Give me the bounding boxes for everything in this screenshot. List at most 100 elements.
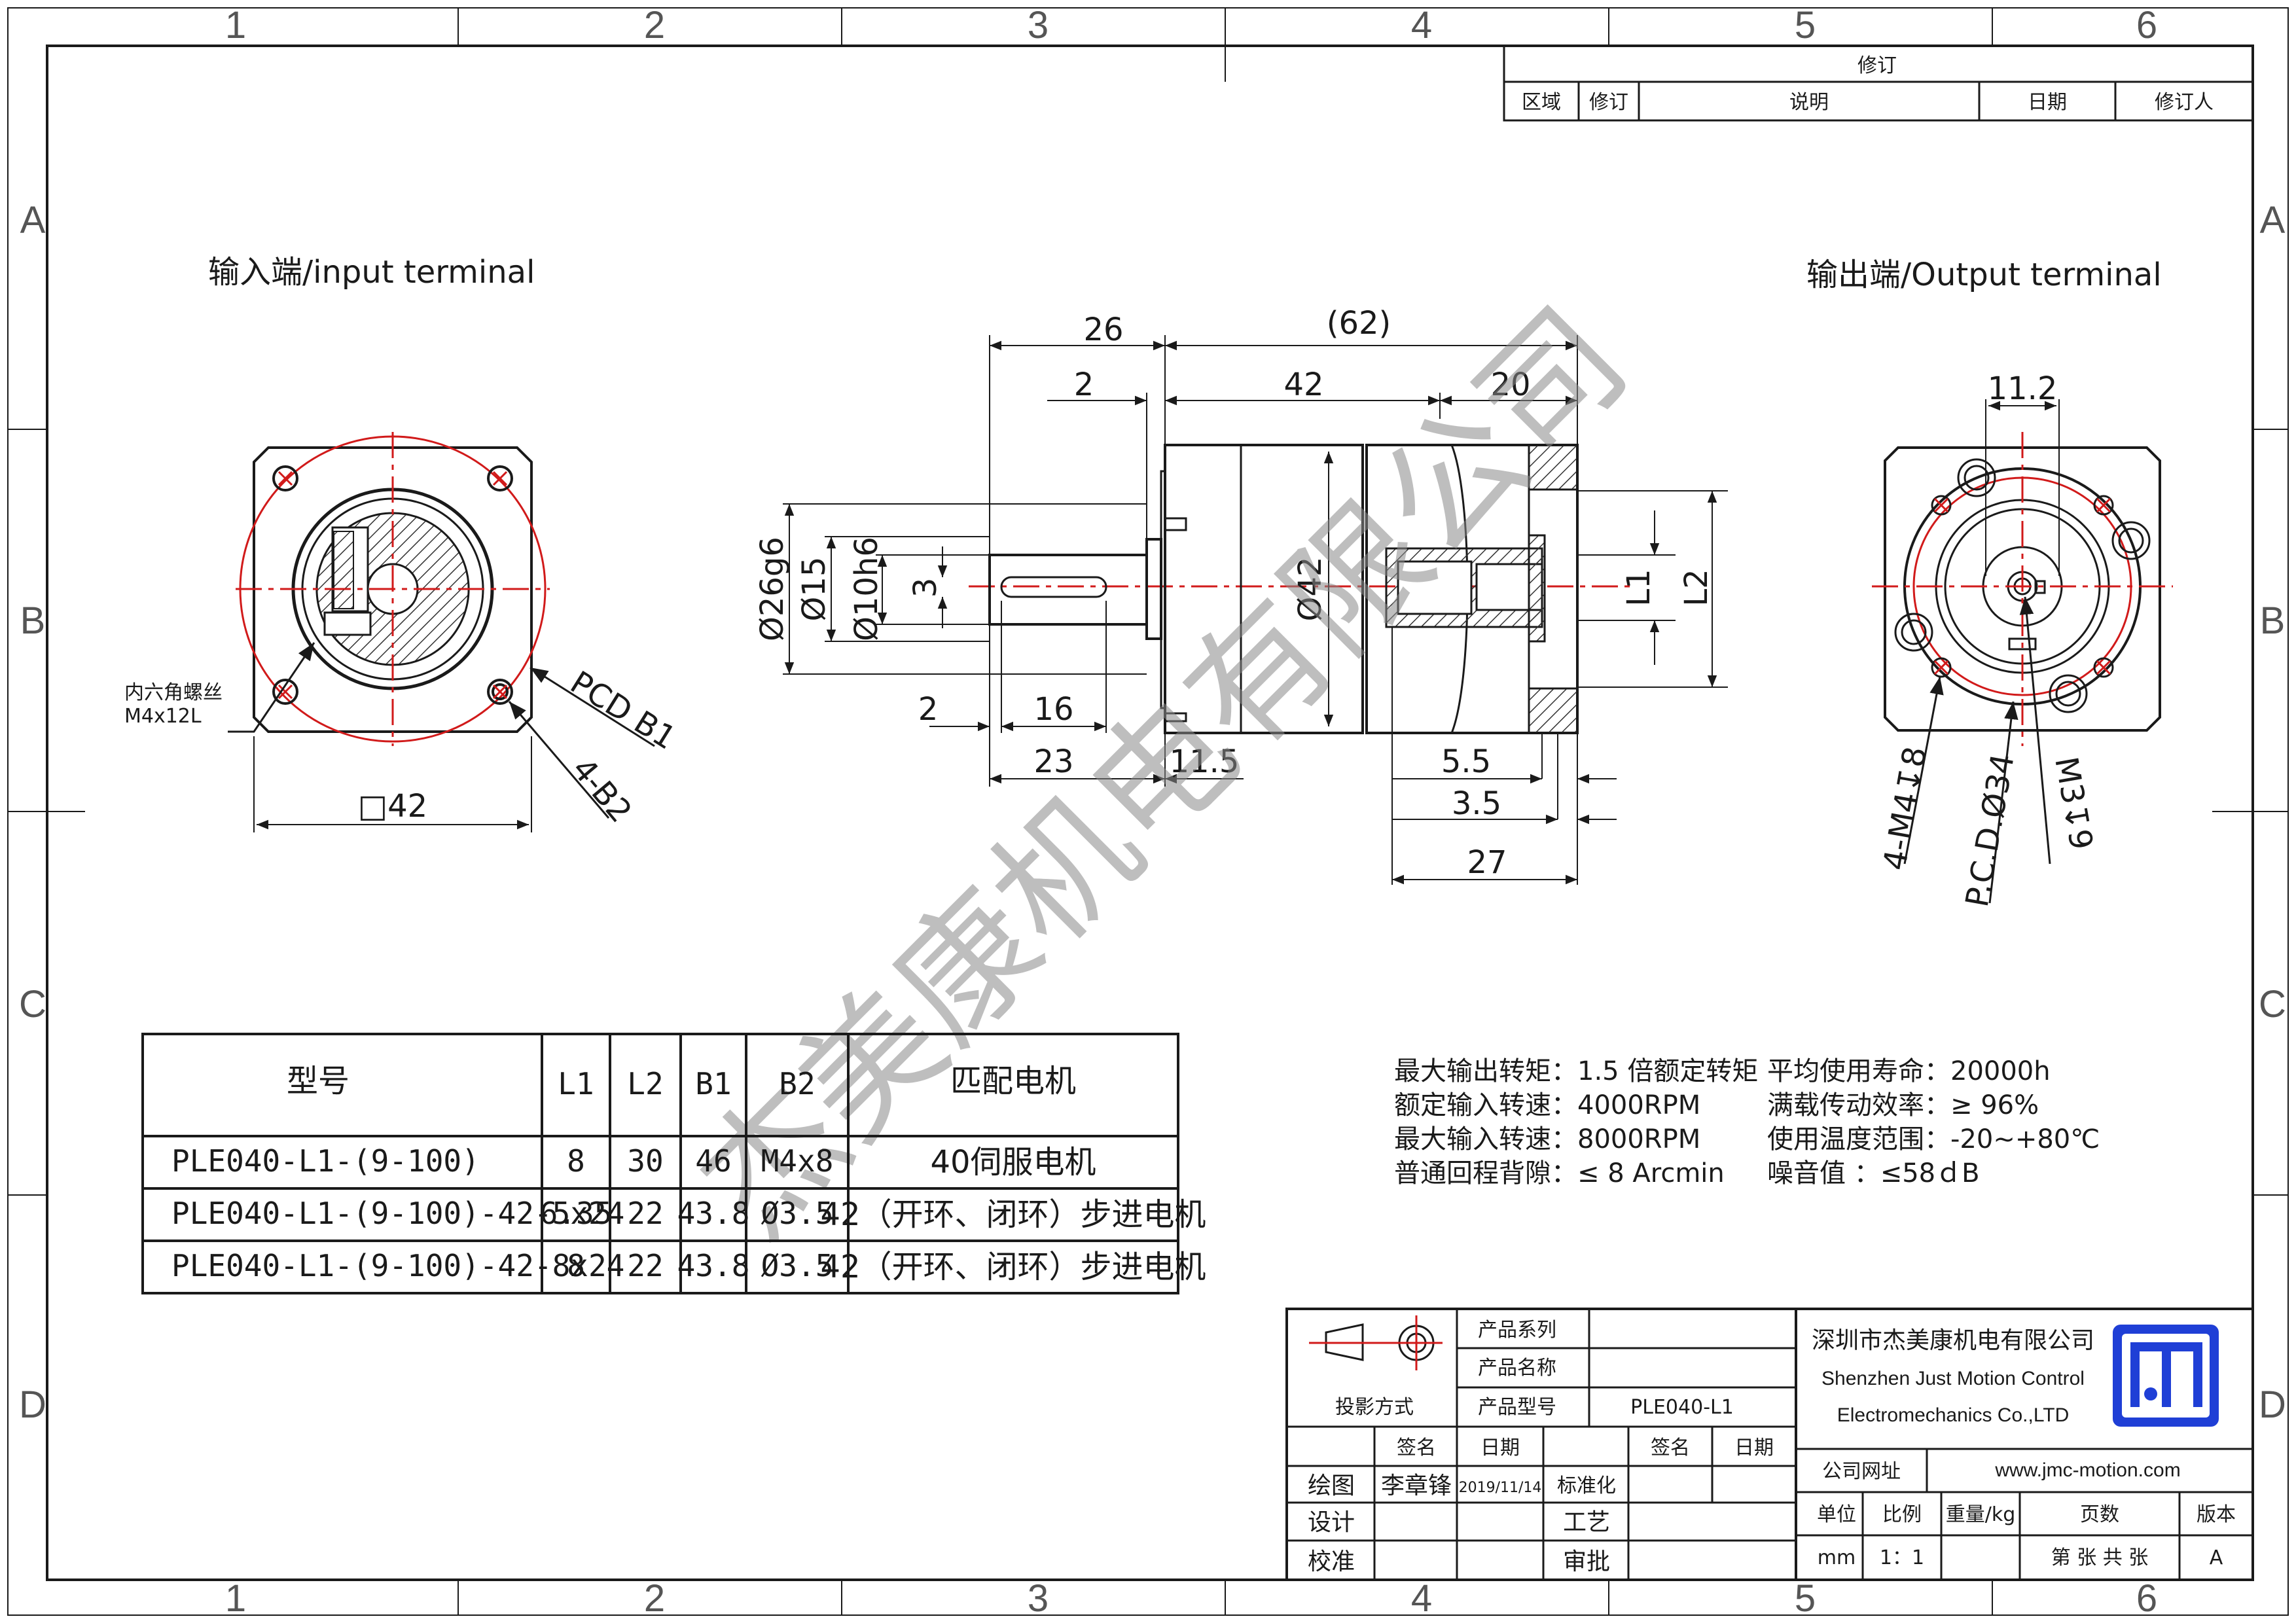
table-row3-l1: 8 bbox=[567, 1248, 585, 1283]
zone-col-4-bottom: 4 bbox=[1411, 1577, 1432, 1620]
dim-3: 3 bbox=[907, 578, 944, 598]
spec-right-2: 满载传动效率：≥ 96% bbox=[1767, 1090, 2039, 1120]
draw-label: 绘图 bbox=[1308, 1472, 1355, 1499]
zone-col-1-top: 1 bbox=[225, 4, 246, 46]
zone-col-3-top: 3 bbox=[1028, 4, 1049, 46]
unit-label: 单位 bbox=[1817, 1503, 1856, 1526]
model-value: PLE040-L1 bbox=[1630, 1396, 1734, 1419]
dim-3-5: 3.5 bbox=[1452, 785, 1501, 822]
table-row3-model: PLE040-L1-(9-100)-42-8x24 bbox=[171, 1248, 624, 1283]
spec-right-1: 平均使用寿命：20000h bbox=[1767, 1056, 2051, 1086]
side-view: (62) 26 42 20 2 Ø26g6 Ø15 Ø10h6 3 Ø42 2 … bbox=[754, 305, 1728, 885]
title-block: 产品系列 产品名称 投影方式 产品型号 PLE040-L1 签名 日期 签名 日… bbox=[1285, 1308, 2254, 1581]
revision-header-area: 区域 bbox=[1522, 91, 1561, 114]
input-flange-outline bbox=[253, 446, 533, 733]
dim-dia-42: Ø42 bbox=[1292, 557, 1329, 622]
projection-symbol-icon bbox=[1309, 1315, 1443, 1370]
screw-note-line2: M4x12L bbox=[124, 705, 202, 728]
table-header-l2: L2 bbox=[627, 1066, 663, 1101]
table-row3-b2: Ø3.5 bbox=[761, 1248, 834, 1283]
sign-label-2: 签名 bbox=[1651, 1436, 1690, 1459]
draw-date: 2019/11/14 bbox=[1459, 1480, 1542, 1496]
zone-col-2-top: 2 bbox=[644, 4, 665, 46]
table-row2-motor: 42（开环、闭环）步进电机 bbox=[820, 1196, 1206, 1233]
output-pcd-label: P.C.D.Ø34 bbox=[1959, 751, 2022, 910]
design-label: 设计 bbox=[1308, 1509, 1355, 1536]
dim-20: 20 bbox=[1490, 366, 1530, 403]
pcd-b1-label: PCD B1 bbox=[564, 664, 683, 757]
table-row1-model: PLE040-L1-(9-100) bbox=[171, 1143, 480, 1179]
zone-col-4-top: 4 bbox=[1411, 4, 1432, 46]
zone-row-a-left: A bbox=[20, 199, 46, 241]
dim-dia-15: Ø15 bbox=[796, 557, 833, 622]
series-label: 产品系列 bbox=[1478, 1319, 1556, 1342]
draw-name: 李章锋 bbox=[1381, 1472, 1452, 1499]
zone-row-c-left: C bbox=[19, 983, 46, 1026]
dim-2-top: 2 bbox=[1074, 366, 1094, 403]
input-terminal-label: 输入端/input terminal bbox=[208, 254, 535, 291]
output-flange-top bbox=[1528, 444, 1579, 491]
zone-labels: 1 2 3 4 5 6 1 2 3 4 5 6 A B C D A B C D bbox=[19, 4, 2286, 1620]
spec-left-1: 最大输出转矩：1.5 倍额定转矩 bbox=[1394, 1056, 1758, 1086]
scale-label: 比例 bbox=[1882, 1503, 1922, 1526]
spec-right-4: 噪音值 ：≤58ｄB bbox=[1767, 1158, 1980, 1188]
zone-row-d-left: D bbox=[19, 1383, 46, 1426]
website-label: 公司网址 bbox=[1822, 1460, 1901, 1483]
holes-b2-label: 4-B2 bbox=[565, 751, 639, 830]
model-table: 型号 L1 L2 B1 B2 匹配电机 PLE040-L1-(9-100) 8 … bbox=[141, 1033, 1206, 1294]
table-row1-l1: 8 bbox=[567, 1143, 585, 1179]
approve-label: 审批 bbox=[1563, 1548, 1610, 1575]
drawing-frame bbox=[7, 7, 2289, 1616]
input-mounting-holes bbox=[272, 465, 513, 705]
table-row2-b1: 43.8 bbox=[677, 1196, 750, 1231]
table-row3-motor: 42（开环、闭环）步进电机 bbox=[820, 1249, 1206, 1285]
zone-col-3-bottom: 3 bbox=[1028, 1577, 1049, 1620]
version-value: A bbox=[2210, 1546, 2223, 1569]
dim-27: 27 bbox=[1467, 844, 1507, 881]
dim-overall-62: (62) bbox=[1327, 305, 1391, 342]
table-row1-motor: 40伺服电机 bbox=[930, 1144, 1096, 1181]
jmc-logo-icon bbox=[2113, 1325, 2219, 1427]
check-label: 校准 bbox=[1308, 1548, 1355, 1575]
table-row3-l2: 22 bbox=[627, 1248, 663, 1283]
dim-5-5: 5.5 bbox=[1441, 743, 1491, 780]
sign-label-1: 签名 bbox=[1397, 1436, 1436, 1459]
revision-header-desc: 说明 bbox=[1789, 91, 1829, 114]
table-row2-l2: 22 bbox=[627, 1196, 663, 1231]
weight-label: 重量/kg bbox=[1946, 1503, 2016, 1526]
zone-row-c-right: C bbox=[2259, 983, 2286, 1026]
output-flange-bottom bbox=[1528, 687, 1579, 734]
standard-label: 标准化 bbox=[1557, 1474, 1616, 1497]
revision-header-rev: 修订 bbox=[1589, 91, 1628, 114]
dim-23: 23 bbox=[1033, 743, 1073, 780]
dim-L1: L1 bbox=[1621, 569, 1657, 606]
zone-col-6-top: 6 bbox=[2136, 4, 2157, 46]
process-label: 工艺 bbox=[1563, 1509, 1610, 1536]
dim-dia-26g6: Ø26g6 bbox=[754, 537, 791, 641]
company-name-en-1: Shenzhen Just Motion Control bbox=[1821, 1368, 2085, 1389]
spec-right-3: 使用温度范围：-20~+80℃ bbox=[1767, 1124, 2100, 1154]
screw-note-line1: 内六角螺丝 bbox=[124, 681, 223, 704]
zone-row-b-left: B bbox=[20, 599, 46, 642]
scale-value: 1：1 bbox=[1880, 1546, 1924, 1569]
output-flange-outline bbox=[1884, 446, 2161, 732]
zone-col-5-top: 5 bbox=[1795, 4, 1816, 46]
date-label-1: 日期 bbox=[1480, 1436, 1520, 1459]
table-header-b2: B2 bbox=[779, 1066, 815, 1101]
input-end-view: 内六角螺丝 M4x12L PCD B1 4-B2 □42 bbox=[124, 432, 682, 832]
zone-col-1-bottom: 1 bbox=[225, 1577, 246, 1620]
table-row2-b2: Ø3.5 bbox=[761, 1196, 834, 1231]
revision-title: 修订 bbox=[1857, 54, 1897, 77]
pages-label: 页数 bbox=[2080, 1503, 2119, 1526]
revision-block: 修订 区域 修订 说明 日期 修订人 bbox=[1503, 45, 2254, 122]
zone-row-a-right: A bbox=[2260, 199, 2286, 241]
table-row2-l1: 6.35 bbox=[540, 1196, 613, 1231]
dim-dia-10h6: Ø10h6 bbox=[848, 537, 885, 641]
dim-2-bottom: 2 bbox=[918, 691, 939, 728]
projection-label: 投影方式 bbox=[1335, 1396, 1414, 1419]
date-label-2: 日期 bbox=[1734, 1436, 1774, 1459]
table-row1-b1: 46 bbox=[695, 1143, 731, 1179]
revision-header-date: 日期 bbox=[2028, 91, 2067, 114]
revision-header-reviser: 修订人 bbox=[2155, 91, 2214, 114]
